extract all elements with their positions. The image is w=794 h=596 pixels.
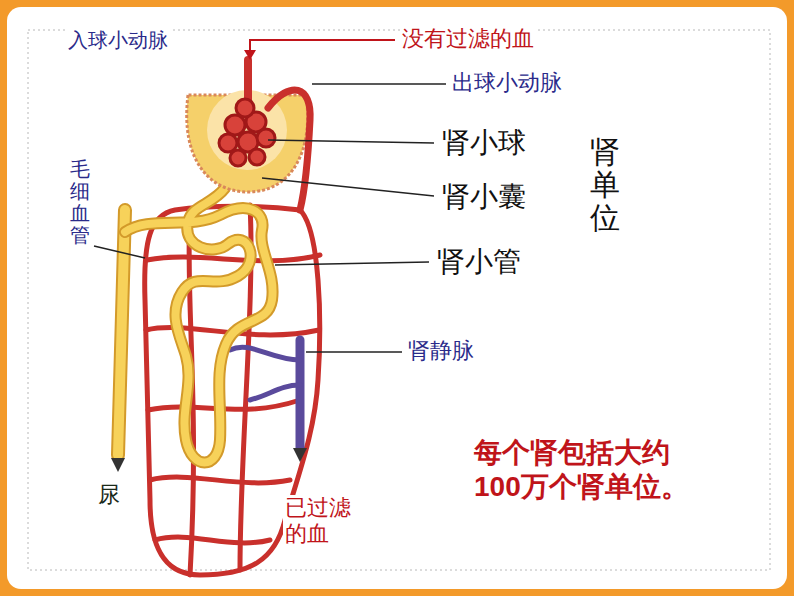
renal-vein — [230, 340, 300, 448]
capillary — [147, 255, 320, 261]
leader-line — [250, 40, 395, 50]
label-nephron: 肾单位 — [588, 135, 622, 234]
capillary-loop — [230, 150, 246, 166]
collecting-duct — [118, 210, 125, 455]
glomerulus — [219, 99, 275, 166]
leader-line — [306, 351, 402, 353]
duct-outline — [118, 210, 125, 455]
vein — [296, 340, 305, 448]
efferent-arteriole — [268, 90, 310, 210]
capillary-loop — [236, 99, 254, 117]
arrowhead — [293, 448, 307, 462]
capillary-loop — [249, 149, 265, 165]
slide-ground — [7, 7, 787, 589]
label-urine: 尿 — [96, 482, 122, 508]
capillary — [155, 537, 270, 543]
tubule-outline — [125, 188, 273, 463]
leader-lines — [94, 40, 446, 352]
label-afferent-arteriole: 入球小动脉 — [66, 28, 170, 52]
label-tubule: 肾小管 — [435, 245, 523, 279]
leader-line — [268, 140, 434, 143]
label-capillary: 毛细血管 — [68, 158, 92, 246]
label-unfiltered-blood: 没有过滤的血 — [400, 26, 536, 52]
leader-line — [262, 178, 434, 196]
arrowhead — [111, 458, 125, 472]
vein-branch — [250, 385, 300, 400]
renal-tubule — [125, 188, 273, 463]
vein-branch — [230, 347, 300, 360]
leader-line — [275, 262, 429, 265]
leader-line — [312, 83, 446, 85]
note-text: 每个肾包括大约 100万个肾单位。 — [472, 436, 700, 503]
label-glomerulus: 肾小球 — [440, 126, 528, 160]
label-filtered-blood: 已过滤 的血 — [283, 495, 362, 548]
capillary-loop — [257, 129, 275, 147]
dotted-border — [28, 30, 770, 570]
leader-line — [94, 246, 145, 258]
renal-capsule — [187, 95, 308, 192]
arrowhead — [244, 50, 256, 60]
label-capsule: 肾小囊 — [440, 180, 528, 214]
label-efferent-arteriole: 出球小动脉 — [450, 70, 564, 96]
label-renal-vein: 肾静脉 — [406, 338, 476, 364]
capillary — [150, 477, 290, 483]
